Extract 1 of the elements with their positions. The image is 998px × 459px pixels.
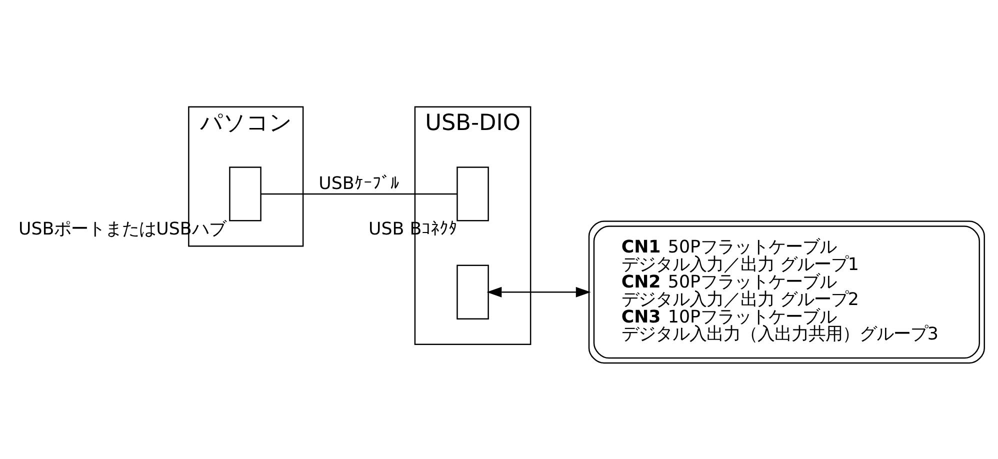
- edge-label: USBｹｰﾌﾞﾙ: [318, 174, 399, 194]
